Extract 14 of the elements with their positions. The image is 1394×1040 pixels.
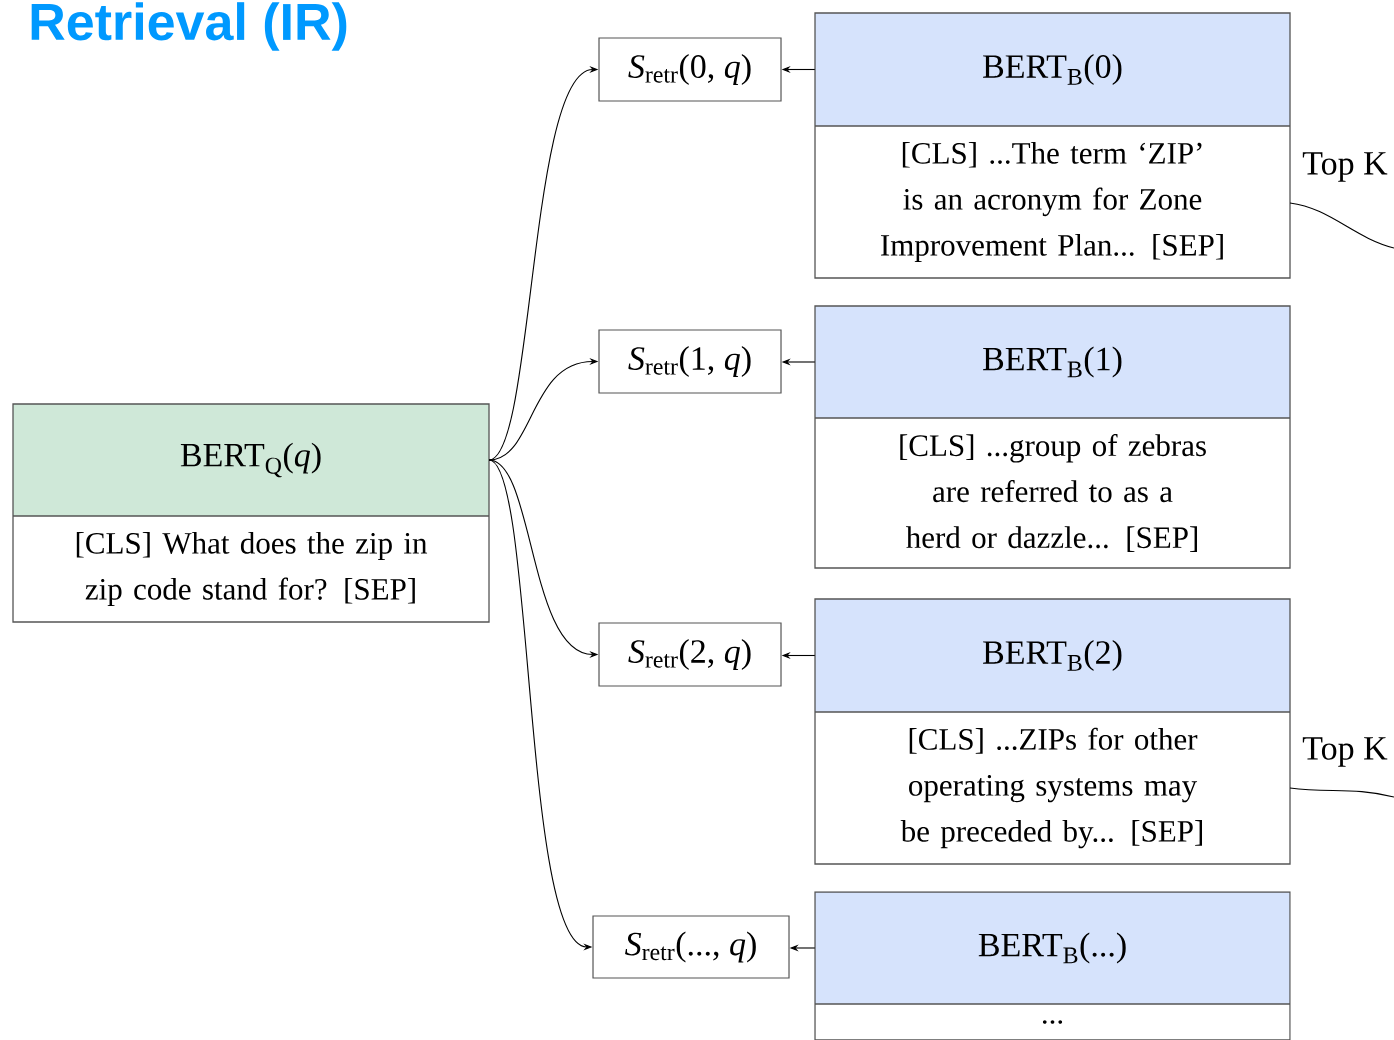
encoder-box: BERT$_{B}$(1) [CLS] ...group of zebras are referred to as a herd or dazzle... [SEP] <box>814 305 1291 569</box>
encoder-box: BERT$_{Q}$(q) [CLS] What does the zip in zip code stand for? [SEP] <box>12 403 490 623</box>
score-box: S$_{retr}$(1, q) <box>598 329 782 394</box>
edge-label: Top K <box>1302 737 1388 767</box>
edge-label: Top K <box>1302 152 1388 182</box>
score-box: S$_{retr}$(2, q) <box>598 622 782 687</box>
title: Retrieval (IR) <box>31 2 347 51</box>
encoder-box: BERT$_{B}$(...) ... <box>814 891 1291 1040</box>
encoder-box: BERT$_{B}$(2) [CLS] ...ZIPs for other operating systems may be preceded by... [SEP] <box>814 598 1291 865</box>
score-box: S$_{retr}$(..., q) <box>592 915 790 979</box>
score-box: S$_{retr}$(0, q) <box>598 37 782 102</box>
connector-line <box>1289 202 1394 249</box>
encoder-box: BERT$_{B}$(0) [CLS] ...The term ‘ZIP’ is an acronym for Zone Improvement Plan... [SEP] <box>814 12 1291 279</box>
connector-line <box>1289 787 1394 798</box>
